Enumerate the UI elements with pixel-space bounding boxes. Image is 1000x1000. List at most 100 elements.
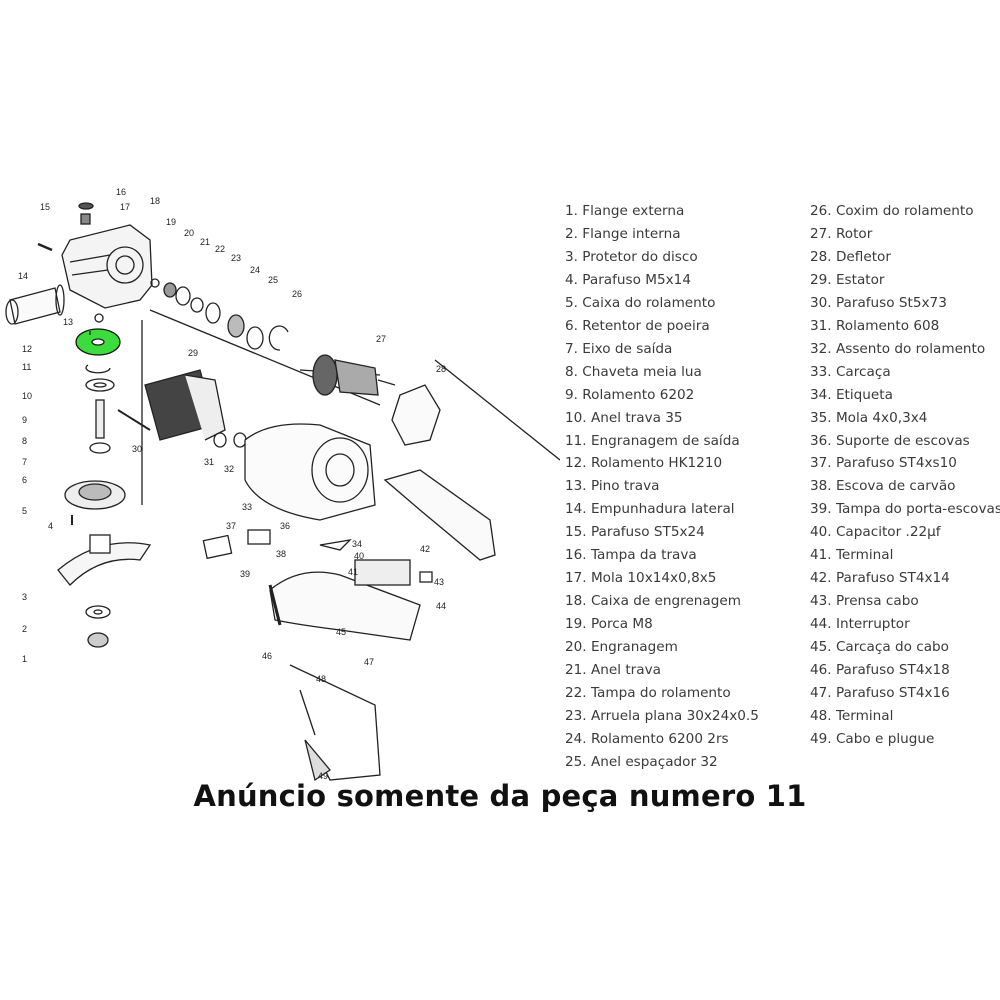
parts-list-column-1: 1. Flange externa 2. Flange interna 3. Pro…	[565, 200, 759, 774]
parts-list-item: 41. Terminal	[810, 547, 894, 564]
parts-list-column-2: 26. Coxim do rolamento 27. Rotor 28. Defle…	[810, 200, 1000, 751]
callout-9: 9	[22, 415, 27, 425]
parts-list-item: 28. Defletor	[810, 248, 891, 265]
callout-5: 5	[22, 506, 27, 516]
callout-21: 21	[200, 237, 210, 247]
parts-list-item: 2. Flange interna	[565, 225, 681, 242]
parts-list-item: 7. Eixo de saída	[565, 340, 673, 357]
parts-list-item: 10. Anel trava 35	[565, 409, 683, 426]
callout-13: 13	[63, 317, 73, 327]
parts-list-item: 1. Flange externa	[565, 203, 685, 219]
side-handle-part	[5, 284, 65, 325]
callout-33: 33	[242, 502, 252, 512]
parts-list-item: 21. Anel trava	[565, 662, 661, 679]
parts-list-item: 38. Escova de carvão	[810, 478, 956, 495]
callout-11: 11	[22, 362, 31, 372]
parts-list-item: 15. Parafuso ST5x24	[565, 524, 705, 541]
callout-27: 27	[376, 334, 386, 344]
parts-list-item: 47. Parafuso ST4x16	[810, 685, 950, 702]
parts-list-item: 8. Chaveta meia lua	[565, 363, 702, 380]
parts-list-item: 11. Engranagem de saída	[565, 432, 740, 449]
parts-list-item: 42. Parafuso ST4x14	[810, 570, 950, 587]
parts-list-item: 22. Tampa do rolamento	[565, 685, 731, 702]
callout-48: 48	[316, 674, 326, 684]
callout-43: 43	[434, 577, 444, 587]
parts-list-item: 18. Caixa de engrenagem	[565, 593, 741, 610]
callout-1: 1	[22, 654, 27, 664]
parts-list-item: 36. Suporte de escovas	[810, 432, 970, 449]
callout-4: 4	[48, 521, 53, 531]
callout-labels: 1234567891011121314151617181920212223242…	[18, 187, 446, 781]
callout-39: 39	[240, 569, 250, 579]
parts-list-item: 24. Rolamento 6200 2rs	[565, 730, 729, 747]
callout-10: 10	[22, 391, 32, 401]
parts-list-item: 33. Carcaça	[810, 363, 891, 380]
callout-8: 8	[22, 436, 27, 446]
parts-list-item: 26. Coxim do rolamento	[810, 203, 974, 219]
parts-list-item: 14. Empunhadura lateral	[565, 501, 735, 518]
callout-40: 40	[354, 551, 364, 561]
parts-list-item: 4. Parafuso M5x14	[565, 271, 691, 288]
parts-list-item: 13. Pino trava	[565, 478, 660, 495]
parts-list-item: 32. Assento do rolamento	[810, 340, 986, 357]
callout-34: 34	[352, 539, 362, 549]
parts-list-item: 46. Parafuso ST4x18	[810, 662, 950, 679]
parts-list-item: 17. Mola 10x14x0,8x5	[565, 570, 717, 587]
callout-36: 36	[280, 521, 290, 531]
parts-list-item: 23. Arruela plana 30x24x0.5	[565, 707, 759, 724]
exploded-view-diagram: 1234567891011121314151617181920212223242…	[5, 187, 560, 782]
callout-29: 29	[188, 348, 198, 358]
callout-42: 42	[420, 544, 430, 554]
parts-list-item: 20. Engranagem	[565, 639, 678, 656]
callout-7: 7	[22, 457, 27, 467]
parts-list-item: 30. Parafuso St5x73	[810, 294, 947, 311]
callout-6: 6	[22, 475, 27, 485]
gear-housing-part	[61, 224, 153, 309]
callout-26: 26	[292, 289, 302, 299]
parts-list-item: 27. Rotor	[810, 225, 873, 242]
rotor-part	[299, 354, 396, 396]
parts-list-item: 43. Prensa cabo	[810, 593, 919, 610]
callout-45: 45	[336, 627, 346, 637]
callout-41: 41	[348, 567, 358, 577]
callout-46: 46	[262, 651, 272, 661]
callout-20: 20	[184, 228, 194, 238]
parts-list-item: 40. Capacitor .22µf	[810, 524, 941, 541]
callout-14: 14	[18, 271, 28, 281]
callout-18: 18	[150, 196, 160, 206]
callout-16: 16	[116, 187, 126, 197]
parts-list-item: 12. Rolamento HK1210	[565, 455, 723, 472]
callout-25: 25	[268, 275, 278, 285]
callout-15: 15	[40, 202, 50, 212]
callout-49: 49	[318, 771, 328, 781]
parts-list-item: 25. Anel espaçador 32	[565, 753, 718, 770]
callout-47: 47	[364, 657, 374, 667]
stator-part	[144, 369, 226, 441]
callout-44: 44	[436, 601, 446, 611]
parts-list-item: 35. Mola 4x0,3x4	[810, 409, 928, 426]
callout-12: 12	[22, 344, 32, 354]
parts-list-item: 3. Protetor do disco	[565, 248, 698, 265]
callout-37: 37	[226, 521, 236, 531]
callout-30: 30	[132, 444, 142, 454]
callout-23: 23	[231, 253, 241, 263]
parts-list-item: 37. Parafuso ST4xs10	[810, 455, 957, 472]
parts-list-item: 6. Retentor de poeira	[565, 317, 710, 334]
parts-list-item: 31. Rolamento 608	[810, 317, 940, 334]
parts-list-item: 48. Terminal	[810, 707, 894, 724]
parts-list-item: 39. Tampa do porta-escovas	[810, 501, 1000, 518]
parts-list-item: 16. Tampa da trava	[565, 547, 697, 564]
callout-17: 17	[120, 202, 130, 212]
callout-2: 2	[22, 624, 27, 634]
parts-list-item: 29. Estator	[810, 271, 885, 288]
callout-31: 31	[204, 457, 214, 467]
parts-list-item: 5. Caixa do rolamento	[565, 294, 716, 311]
motor-housing-part	[244, 423, 376, 521]
callout-19: 19	[166, 217, 176, 227]
callout-32: 32	[224, 464, 234, 474]
callout-28: 28	[436, 364, 446, 374]
callout-24: 24	[250, 265, 260, 275]
callout-3: 3	[22, 592, 27, 602]
parts-list-item: 9. Rolamento 6202	[565, 386, 695, 403]
ad-headline: Anúncio somente da peça numero 11	[193, 779, 807, 813]
